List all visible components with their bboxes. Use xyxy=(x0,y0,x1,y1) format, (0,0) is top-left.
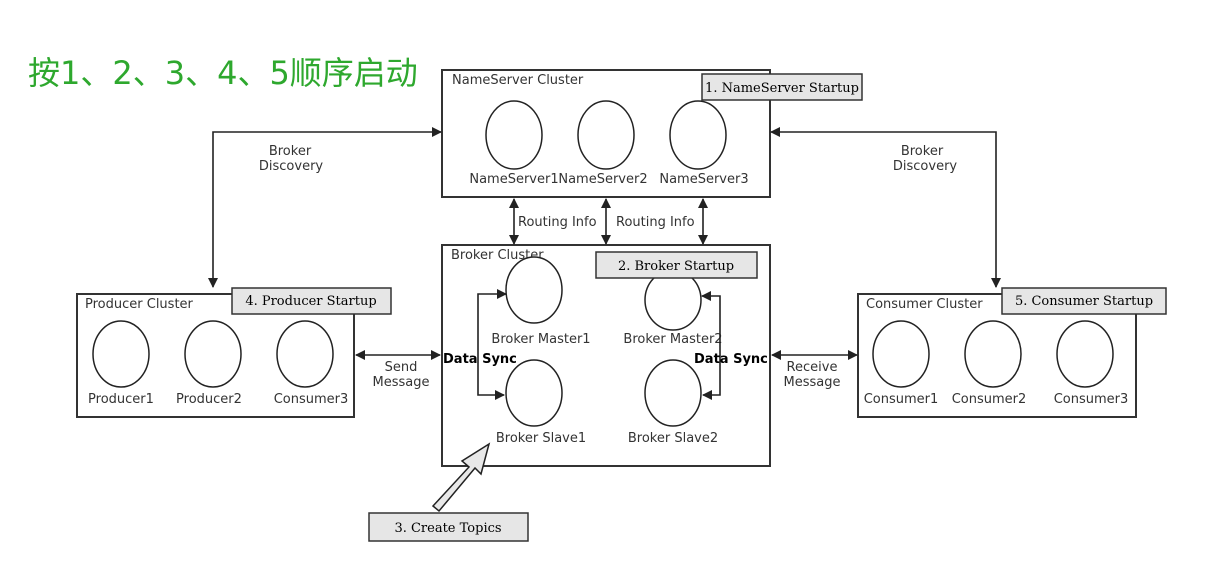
nameserver-startup-label: 1. NameServer Startup xyxy=(705,81,859,96)
broker-slave1-label: Broker Slave1 xyxy=(496,431,586,446)
data-sync-left-connector xyxy=(477,289,507,400)
consumer2-node xyxy=(964,320,1022,388)
send-label-line2: Message xyxy=(373,375,430,390)
data-sync-right-label: Data Sync xyxy=(694,352,768,367)
nameserver2-node xyxy=(577,100,635,170)
producer-cluster-title: Producer Cluster xyxy=(85,297,194,312)
consumer1-node xyxy=(872,320,930,388)
broker-slave2-label: Broker Slave2 xyxy=(628,431,718,446)
producer-startup-label: 4. Producer Startup xyxy=(245,294,376,309)
broker-slave2-node xyxy=(644,359,702,427)
consumer-cluster-title: Consumer Cluster xyxy=(866,297,983,312)
broker-master2-node xyxy=(644,269,702,331)
nameserver-cluster: NameServer Cluster 1. NameServer Startup… xyxy=(441,69,863,198)
data-sync-right-connector xyxy=(701,291,721,400)
consumer3-node xyxy=(1056,320,1114,388)
broker-cluster-title: Broker Cluster xyxy=(451,248,544,263)
left-broker-discovery-connector xyxy=(208,127,442,288)
consumer3-label: Consumer3 xyxy=(1054,392,1129,407)
create-topics-tag xyxy=(368,512,529,542)
consumer2-label: Consumer2 xyxy=(952,392,1027,407)
receive-label-line2: Message xyxy=(784,375,841,390)
nameserver3-node xyxy=(669,100,727,170)
producer2-label: Producer2 xyxy=(176,392,242,407)
producer-consumer3-label: Consumer3 xyxy=(274,392,349,407)
broker-startup-tag xyxy=(595,251,758,279)
routing-info-label-2: Routing Info xyxy=(616,215,695,230)
nameserver2-label: NameServer2 xyxy=(558,172,647,187)
broker-master1-node xyxy=(505,256,563,324)
consumer-cluster: Consumer Cluster 5. Consumer Startup Con… xyxy=(857,287,1167,418)
broker-master1-label: Broker Master1 xyxy=(491,332,590,347)
right-broker-discovery-connector xyxy=(770,127,1001,288)
broker-startup-label: 2. Broker Startup xyxy=(618,259,734,274)
broker-cluster: Broker Cluster 2. Broker Startup Broker … xyxy=(441,244,771,467)
send-label-line1: Send xyxy=(385,360,418,375)
startup-order-heading: 按1、2、3、4、5顺序启动 xyxy=(28,54,418,92)
consumer-startup-tag xyxy=(1001,287,1167,315)
create-topics-arrow xyxy=(431,442,491,513)
left-discovery-label-line2: Discovery xyxy=(259,159,324,174)
nameserver1-node xyxy=(485,100,543,170)
routing-info-label-1: Routing Info xyxy=(518,215,597,230)
producer1-label: Producer1 xyxy=(88,392,154,407)
broker-slave1-node xyxy=(505,359,563,427)
nameserver1-label: NameServer1 xyxy=(469,172,558,187)
left-discovery-label-line1: Broker xyxy=(269,144,312,159)
consumer-startup-label: 5. Consumer Startup xyxy=(1015,294,1153,309)
producer-startup-tag xyxy=(231,287,392,315)
right-discovery-label-line2: Discovery xyxy=(893,159,958,174)
producer2-node xyxy=(184,320,242,388)
create-topics-label: 3. Create Topics xyxy=(394,521,501,536)
producer-cluster: Producer Cluster 4. Producer Startup Pro… xyxy=(76,287,392,418)
nameserver-startup-tag xyxy=(701,73,863,101)
producer-consumer3-node xyxy=(276,320,334,388)
nameserver-cluster-title: NameServer Cluster xyxy=(452,73,584,88)
consumer1-label: Consumer1 xyxy=(864,392,939,407)
right-discovery-label-line1: Broker xyxy=(901,144,944,159)
data-sync-left-label: Data Sync xyxy=(443,352,517,367)
nameserver3-label: NameServer3 xyxy=(659,172,748,187)
receive-label-line1: Receive xyxy=(787,360,838,375)
producer1-node xyxy=(92,320,150,388)
broker-master2-label: Broker Master2 xyxy=(623,332,722,347)
